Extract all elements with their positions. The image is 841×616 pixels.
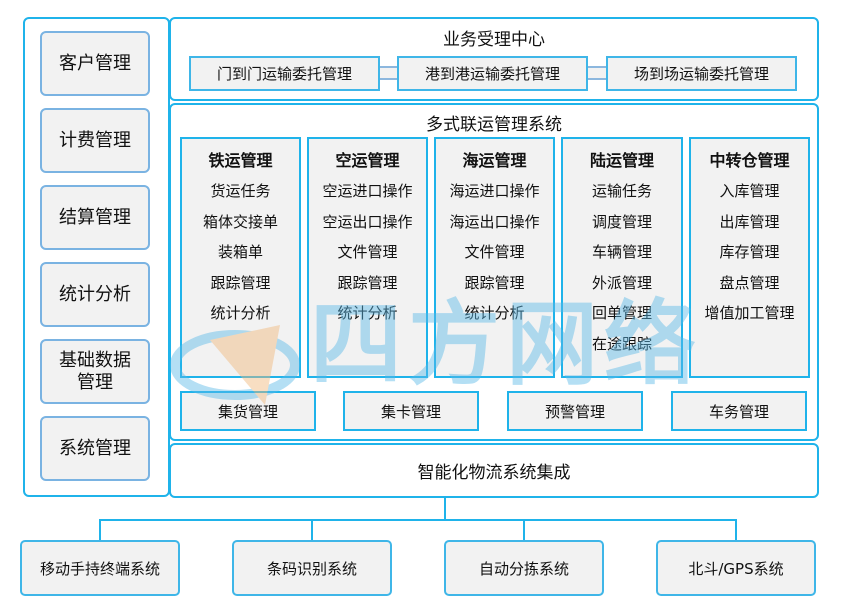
column-item[interactable]: 跟踪管理: [337, 273, 398, 292]
connector-line: [444, 497, 446, 520]
subsystem-gps[interactable]: 北斗/GPS系统: [656, 540, 816, 596]
column-item[interactable]: 统计分析: [210, 304, 271, 322]
column-rail: 铁运管理货运任务箱体交接单装箱单跟踪管理统计分析: [180, 137, 301, 378]
column-title[interactable]: 空运管理: [335, 151, 400, 170]
port-to-port-box[interactable]: 港到港运输委托管理: [397, 56, 588, 91]
bottom-warning[interactable]: 预警管理: [507, 391, 643, 431]
connector-line: [311, 519, 313, 540]
column-item[interactable]: 在途跟踪: [591, 334, 652, 353]
door-to-door-box[interactable]: 门到门运输委托管理: [189, 56, 380, 91]
column-title[interactable]: 铁运管理: [208, 151, 273, 170]
column-item[interactable]: 盘点管理: [719, 273, 780, 292]
menu-system[interactable]: 系统管理: [40, 416, 150, 481]
column-item[interactable]: 海运进口操作: [449, 182, 540, 200]
yard-to-yard-box[interactable]: 场到场运输委托管理: [606, 56, 797, 91]
subsystem-sorting[interactable]: 自动分拣系统: [444, 540, 604, 596]
column-item[interactable]: 车辆管理: [591, 243, 652, 261]
menu-settlement[interactable]: 结算管理: [40, 185, 150, 250]
column-land: 陆运管理运输任务调度管理车辆管理外派管理回单管理在途跟踪: [561, 137, 683, 378]
connector: [586, 66, 608, 80]
column-item[interactable]: 出库管理: [719, 212, 780, 231]
column-item[interactable]: 文件管理: [464, 243, 525, 261]
connector-line: [99, 519, 101, 540]
column-item[interactable]: 海运出口操作: [449, 212, 540, 231]
column-title[interactable]: 海运管理: [462, 151, 527, 170]
bottom-truck[interactable]: 集卡管理: [343, 391, 479, 431]
column-item[interactable]: 库存管理: [719, 243, 780, 261]
connector-line: [735, 519, 737, 540]
column-transit-warehouse: 中转仓管理入库管理出库管理库存管理盘点管理增值加工管理: [689, 137, 810, 378]
column-air: 空运管理空运进口操作空运出口操作文件管理跟踪管理统计分析: [307, 137, 428, 378]
menu-customer[interactable]: 客户管理: [40, 31, 150, 96]
column-item[interactable]: 入库管理: [719, 182, 780, 200]
subsystem-barcode[interactable]: 条码识别系统: [232, 540, 392, 596]
business-center-title: 业务受理中心: [443, 30, 545, 50]
subsystem-mobile-terminal[interactable]: 移动手持终端系统: [20, 540, 180, 596]
column-item[interactable]: 文件管理: [337, 243, 398, 261]
column-item[interactable]: 增值加工管理: [704, 304, 795, 322]
column-item[interactable]: 统计分析: [464, 304, 525, 322]
column-item[interactable]: 运输任务: [591, 182, 652, 200]
connector-line: [99, 519, 737, 521]
menu-base-data[interactable]: 基础数据管理: [40, 339, 150, 404]
connector-line: [523, 519, 525, 540]
column-title[interactable]: 中转仓管理: [709, 151, 790, 170]
connector: [377, 66, 399, 80]
integration-panel: 智能化物流系统集成: [169, 443, 819, 498]
bottom-vehicle[interactable]: 车务管理: [671, 391, 807, 431]
menu-billing[interactable]: 计费管理: [40, 108, 150, 173]
column-item[interactable]: 回单管理: [591, 304, 652, 322]
column-item[interactable]: 货运任务: [210, 182, 271, 200]
column-item[interactable]: 空运出口操作: [322, 212, 413, 231]
column-sea: 海运管理海运进口操作海运出口操作文件管理跟踪管理统计分析: [434, 137, 555, 378]
column-item[interactable]: 跟踪管理: [210, 273, 271, 292]
bottom-collect[interactable]: 集货管理: [180, 391, 316, 431]
column-item[interactable]: 箱体交接单: [202, 212, 278, 231]
menu-statistics[interactable]: 统计分析: [40, 262, 150, 327]
column-item[interactable]: 跟踪管理: [464, 273, 525, 292]
column-title[interactable]: 陆运管理: [589, 151, 654, 170]
multimodal-title: 多式联运管理系统: [426, 115, 562, 135]
column-item[interactable]: 外派管理: [591, 273, 652, 292]
column-item[interactable]: 调度管理: [591, 212, 652, 231]
column-item[interactable]: 统计分析: [337, 304, 398, 322]
integration-title: 智能化物流系统集成: [417, 463, 571, 483]
column-item[interactable]: 装箱单: [217, 243, 263, 261]
column-item[interactable]: 空运进口操作: [322, 182, 413, 200]
